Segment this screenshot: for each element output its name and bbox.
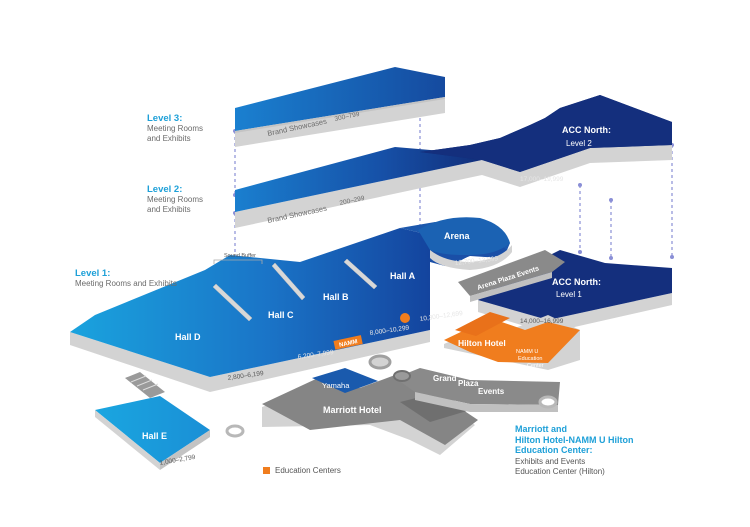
grand-plaza-band bbox=[395, 368, 560, 412]
hilton-hotel-label: Hilton Hotel bbox=[458, 338, 506, 348]
education-note-sub: Exhibits and Events Education Center (Hi… bbox=[515, 456, 605, 476]
namm-u-edu-line1: NAMM U bbox=[516, 349, 538, 355]
level3-subtitle: Meeting Rooms and Exhibits bbox=[147, 124, 204, 143]
yamaha-label: Yamaha bbox=[322, 381, 350, 390]
level2-subtitle: Meeting Rooms and Exhibits bbox=[147, 195, 204, 214]
arena-shape bbox=[418, 217, 512, 270]
level1-caption: Level 1: Meeting Rooms and Exhibits bbox=[75, 268, 177, 289]
level2-floor bbox=[235, 95, 672, 228]
sound-buffers bbox=[212, 258, 378, 322]
hall-a-label: Hall A bbox=[390, 271, 416, 281]
grand-label: Grand bbox=[433, 374, 457, 383]
education-note-title: Marriott and Hilton Hotel-NAMM U Hilton … bbox=[515, 424, 634, 455]
sound-buffer-bracket bbox=[213, 259, 263, 264]
hall-e-label: Hall E bbox=[142, 431, 167, 441]
education-centers-legend-label: Education Centers bbox=[275, 466, 341, 475]
level2-title: Level 2: bbox=[147, 184, 183, 195]
acc-north-l1-title: ACC North: bbox=[552, 277, 601, 287]
arena-label: Arena bbox=[444, 231, 471, 241]
education-marker bbox=[400, 313, 410, 323]
marriott-hotel-label: Marriott Hotel bbox=[323, 405, 382, 415]
acc-l2-range: 17,000–19,999 bbox=[520, 176, 564, 183]
namm-logo: NAMM bbox=[333, 335, 363, 350]
level3-title: Level 3: bbox=[147, 113, 183, 124]
acc-north-l1-sub: Level 1 bbox=[556, 290, 582, 299]
hall-c-label: Hall C bbox=[268, 310, 294, 320]
arena-plaza-ramp bbox=[458, 250, 565, 302]
sound-buffer-label: Sound Buffer bbox=[224, 253, 256, 259]
level1-subtitle: Meeting Rooms and Exhibits bbox=[75, 279, 177, 288]
hilton-hotel-block bbox=[444, 312, 580, 370]
plaza-rings bbox=[225, 354, 558, 438]
level3-caption: Level 3: Meeting Rooms and Exhibits bbox=[147, 113, 203, 144]
plaza-label: Plaza bbox=[458, 379, 479, 388]
acc-north-l2-title: ACC North: bbox=[562, 125, 611, 135]
education-centers-swatch bbox=[263, 467, 270, 474]
hall-d-label: Hall D bbox=[175, 332, 201, 342]
events-label: Events bbox=[478, 387, 505, 396]
acc-north-l2-sub: Level 2 bbox=[566, 139, 592, 148]
level3-floor bbox=[235, 67, 445, 147]
acc-l1-range: 14,000–16,999 bbox=[520, 318, 564, 325]
hall-b-label: Hall B bbox=[323, 292, 349, 302]
stairs-hall-e bbox=[125, 372, 165, 398]
hall-e-floor bbox=[95, 396, 210, 470]
legend: Education Centers bbox=[263, 466, 341, 475]
namm-u-edu-line2: Education bbox=[518, 356, 542, 362]
education-note: Marriott and Hilton Hotel-NAMM U Hilton … bbox=[515, 424, 715, 477]
arena-range: 12,700–13,599 bbox=[454, 255, 498, 267]
level2-caption: Level 2: Meeting Rooms and Exhibits bbox=[147, 184, 203, 215]
svg-text:NAMM: NAMM bbox=[339, 339, 359, 349]
namm-u-edu-line3: Center bbox=[527, 363, 544, 369]
level1-title: Level 1: bbox=[75, 268, 111, 279]
